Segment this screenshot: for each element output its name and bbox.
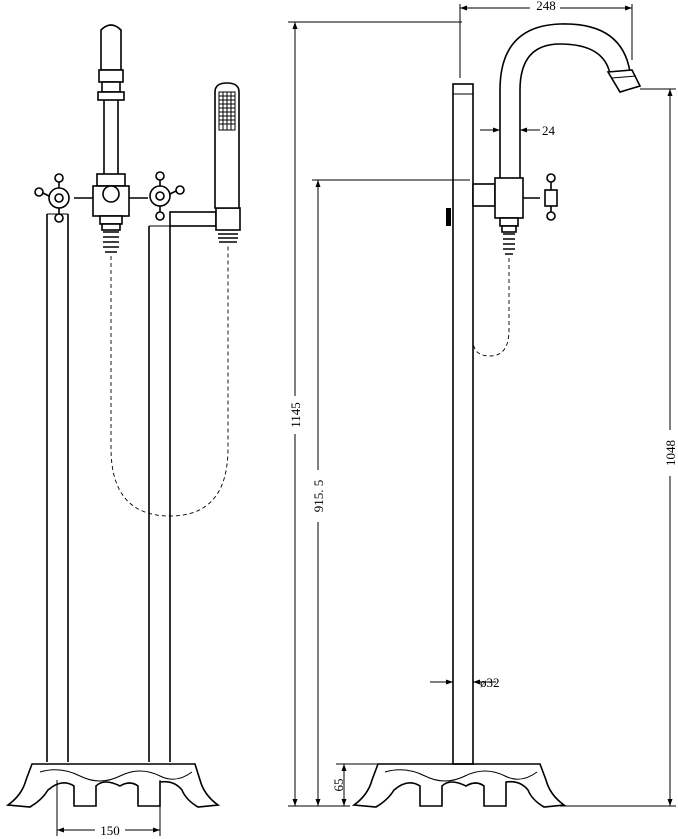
front-base bbox=[5, 763, 221, 808]
dim-total-height-label: 1145 bbox=[288, 402, 303, 428]
front-hand-shower bbox=[214, 82, 240, 209]
side-base bbox=[351, 763, 567, 808]
front-diverter-stem bbox=[96, 24, 126, 187]
dim-spout-reach-label: 248 bbox=[536, 0, 556, 13]
front-left-handle bbox=[34, 173, 93, 223]
side-spout bbox=[499, 23, 642, 178]
dim-base-height-label: 65 bbox=[331, 779, 346, 792]
front-right-handle bbox=[129, 171, 185, 221]
side-column bbox=[446, 83, 474, 765]
dim-column-diameter: ø32 bbox=[430, 675, 500, 690]
dim-valve-height: 915. 5 bbox=[309, 179, 470, 806]
front-shower-holder bbox=[169, 207, 241, 243]
dim-spout-reach: 248 bbox=[459, 0, 633, 78]
side-handle bbox=[544, 173, 558, 221]
dim-spout-height-label: 1048 bbox=[663, 440, 678, 466]
dim-leg-spacing-label: 150 bbox=[100, 823, 120, 838]
front-valve-body bbox=[92, 185, 130, 253]
front-legs bbox=[46, 213, 171, 762]
dim-base-height: 65 bbox=[331, 763, 386, 806]
side-view: 248 24 1145 915. 5 10 bbox=[286, 0, 678, 808]
dim-total-height: 1145 bbox=[286, 21, 462, 807]
front-hose bbox=[110, 246, 229, 517]
dim-leg-spacing: 150 bbox=[56, 780, 161, 838]
dim-spout-gap: 24 bbox=[480, 123, 556, 138]
dim-column-diameter-label: ø32 bbox=[480, 675, 500, 690]
side-hose bbox=[472, 258, 510, 357]
dim-spout-gap-label: 24 bbox=[542, 123, 556, 138]
dim-valve-height-label: 915. 5 bbox=[311, 480, 326, 513]
side-valve-body bbox=[472, 177, 540, 255]
front-view: 150 bbox=[5, 24, 241, 838]
dim-spout-height: 1048 bbox=[560, 88, 678, 807]
